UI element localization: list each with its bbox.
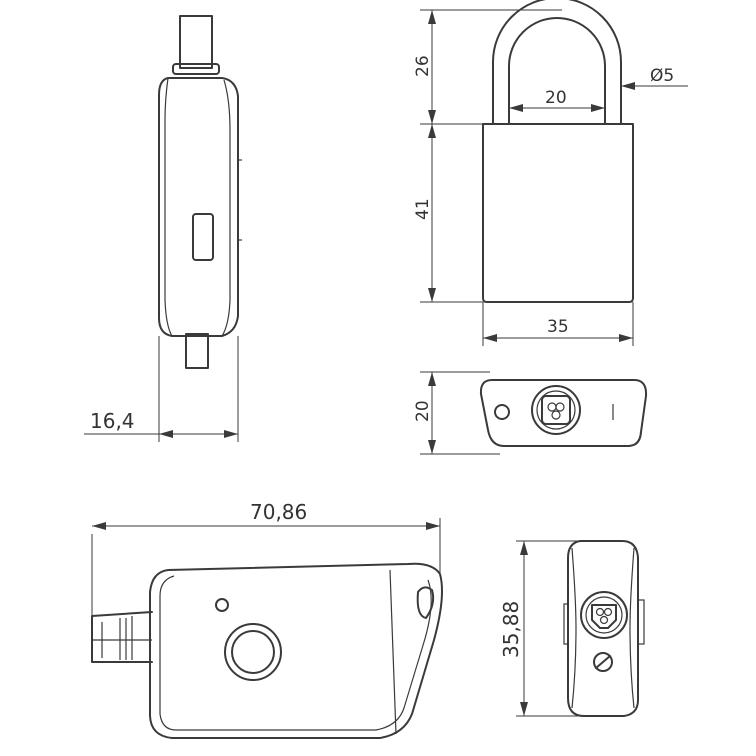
top-shackle-hole: [494, 404, 510, 420]
side-body-edge: [164, 77, 173, 337]
side-shackle-bottom: [185, 333, 209, 369]
top-view: 20: [413, 371, 648, 455]
key-view: 70,86: [91, 500, 443, 739]
side-body: [158, 77, 239, 337]
key-button-outer: [224, 623, 282, 681]
dim-label-thickness: 16,4: [90, 409, 135, 433]
dim-label-inner-width: 20: [545, 88, 567, 108]
top-body: [479, 379, 648, 447]
key-shell: [149, 562, 443, 739]
end-body: [567, 540, 639, 717]
key-hang-hole: [416, 586, 435, 619]
key-cable-outer: [91, 611, 153, 663]
front-shackle-inner: [508, 17, 606, 125]
end-screw: [593, 652, 613, 672]
side-shackle-collar: [172, 63, 220, 75]
top-connector-outer: [531, 385, 581, 435]
side-view: 16,4: [84, 15, 242, 442]
end-connector-outer: [580, 591, 628, 639]
key-led-indicator: [215, 598, 229, 612]
side-shackle-top: [179, 15, 213, 69]
dim-label-body-width: 35: [547, 317, 569, 337]
front-body: [482, 123, 634, 303]
key-end-view: 35,88: [499, 540, 645, 717]
front-view: 26 41 20 Ø5 35: [413, 0, 688, 346]
top-connector-socket: [541, 395, 571, 425]
front-shackle-outer: [492, 0, 622, 125]
side-body-inner-edge: [221, 79, 231, 337]
dim-label-body-height: 41: [413, 198, 433, 220]
dim-label-diameter: Ø5: [650, 66, 674, 86]
dim-label-key-width: 35,88: [499, 601, 523, 658]
end-connector-socket: [591, 604, 617, 629]
side-button: [192, 213, 214, 261]
dim-label-top-depth: 20: [413, 400, 433, 422]
dim-label-shackle-height: 26: [413, 55, 433, 77]
key-button-inner: [231, 630, 275, 674]
dim-label-key-length: 70,86: [250, 500, 307, 524]
